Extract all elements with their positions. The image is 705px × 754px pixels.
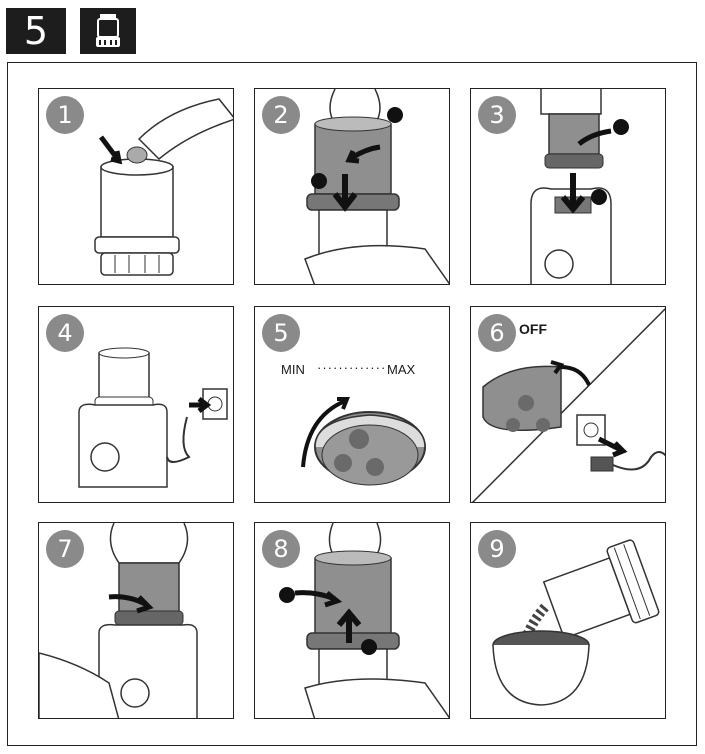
turn-dial-illustration — [301, 397, 426, 486]
step-panel-7: 7 — [38, 522, 234, 719]
detach-blade-unit-illustration — [279, 523, 449, 718]
step-panel-2: 2 — [254, 88, 450, 285]
min-max-dots: ············· — [317, 360, 387, 375]
step-panel-9: 9 — [470, 522, 666, 719]
step-number-3: 3 — [478, 96, 516, 134]
insert-blade-illustration — [94, 98, 233, 276]
step-panel-5: 5 MIN ············· MAX — [254, 306, 450, 503]
min-label: MIN — [281, 362, 305, 377]
plug-in-illustration — [78, 347, 228, 488]
step-number-7: 7 — [46, 530, 84, 568]
off-label: OFF — [519, 321, 547, 337]
step-panel-1: 1 — [38, 88, 234, 285]
step-number-2: 2 — [262, 96, 300, 134]
step-number-9: 9 — [478, 530, 516, 568]
grinder-jar-icon — [80, 8, 136, 54]
step-panel-3: 3 — [470, 88, 666, 285]
step-number-8: 8 — [262, 530, 300, 568]
max-label: MAX — [387, 362, 416, 377]
step-number-6: 6 — [478, 314, 516, 352]
switch-off-unplug-illustration — [471, 307, 665, 502]
step-panel-8: 8 — [254, 522, 450, 719]
pour-out-illustration — [492, 539, 660, 706]
attach-blade-unit-illustration — [304, 89, 449, 284]
step-panel-6: 6 OFF — [470, 306, 666, 503]
section-number-badge: 5 — [6, 8, 66, 54]
instructions-frame — [7, 62, 697, 746]
step-panel-4: 4 — [38, 306, 234, 503]
step-number-1: 1 — [46, 96, 84, 134]
step-number-5: 5 — [262, 314, 300, 352]
remove-jar-illustration — [39, 523, 198, 718]
step-number-4: 4 — [46, 314, 84, 352]
mount-jar-on-base-illustration — [530, 89, 629, 284]
